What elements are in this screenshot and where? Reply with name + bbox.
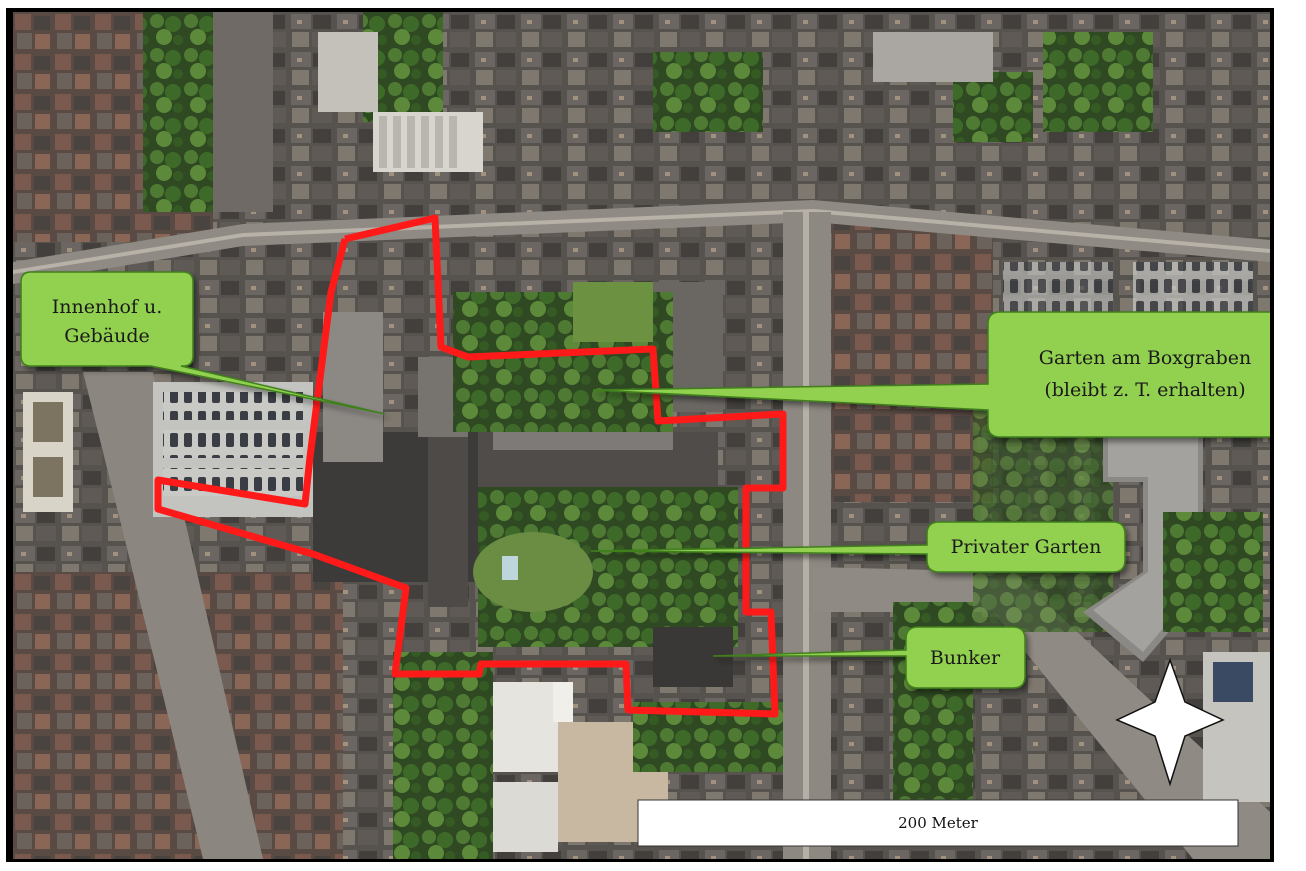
scale-bar-label: 200 Meter bbox=[898, 814, 979, 832]
project-boundary bbox=[154, 214, 787, 718]
callout-garten-boxgraben bbox=[592, 311, 1270, 438]
callout-bunker bbox=[712, 626, 1026, 689]
label-garten-boxgraben-line1: Garten am Boxgraben bbox=[1039, 347, 1251, 369]
scale-bar: 200 Meter bbox=[637, 799, 1239, 847]
label-privater-garten: Privater Garten bbox=[951, 536, 1102, 558]
aerial-map: Innenhof u. Gebäude Garten am Boxgraben … bbox=[13, 12, 1270, 859]
compass-star-icon bbox=[1115, 657, 1225, 787]
label-innenhof-line2: Gebäude bbox=[64, 325, 150, 347]
label-bunker: Bunker bbox=[930, 647, 1001, 669]
callout-privater-garten bbox=[590, 521, 1126, 573]
label-innenhof-line1: Innenhof u. bbox=[52, 296, 162, 318]
label-garten-boxgraben-line2: (bleibt z. T. erhalten) bbox=[1044, 379, 1245, 401]
callout-innenhof bbox=[20, 271, 386, 415]
